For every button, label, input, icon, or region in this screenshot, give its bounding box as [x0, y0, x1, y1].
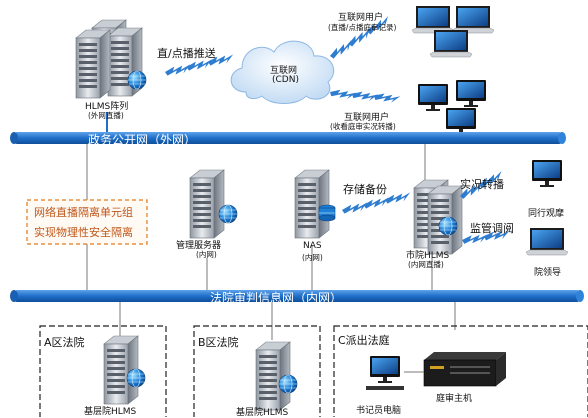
- isolation-box: [26, 199, 148, 245]
- court-a-box: [39, 325, 167, 417]
- desktop-monitor-icon: [456, 80, 486, 107]
- court-a-label: A区法院: [44, 336, 85, 349]
- cloud-icon: [230, 40, 335, 104]
- internet-user-1-label: 互联网用户: [338, 13, 384, 23]
- laptop-icon: [429, 29, 473, 58]
- court-c-box: [333, 325, 588, 417]
- court-a-node-label: 基层院HLMS: [84, 407, 137, 417]
- internet-user-2-sub: (收看庭审实况转播): [330, 122, 396, 131]
- court-b-label: B区法院: [198, 336, 239, 349]
- isolation-line-2: 实现物理性安全隔离: [34, 226, 133, 239]
- mgmt-server-label: 管理服务器: [176, 241, 222, 251]
- recorder-box-icon: [423, 352, 506, 387]
- cloud-sub: (CDN): [272, 75, 299, 85]
- live-relay-label: 实况转播: [460, 178, 504, 191]
- internet-user-2-label: 互联网用户: [344, 113, 390, 123]
- desktop-monitor-icon: [446, 108, 476, 135]
- court-b-box: [193, 325, 321, 417]
- lightning-icon: [329, 88, 401, 105]
- clerk-pc-label: 书记员电脑: [356, 406, 402, 416]
- city-hlms-sub: (内网直播): [408, 260, 444, 269]
- desktop-monitor-icon: [418, 84, 448, 111]
- laptop-icon: [451, 5, 495, 34]
- desktop-monitor-icon: [370, 356, 400, 383]
- laptop-icon: [411, 5, 455, 34]
- globe-icon: [127, 70, 147, 90]
- external-network-bus: [10, 132, 566, 144]
- leader-label: 院领导: [534, 268, 562, 278]
- isolation-line-1: 网络直播隔离单元组: [34, 206, 133, 219]
- management-server: [189, 169, 225, 239]
- hlms-array-label: HLMS阵列: [85, 102, 129, 112]
- city-hlms-label: 市院HLMS: [406, 251, 450, 261]
- court-b-node-label: 基层院HLMS: [236, 408, 289, 418]
- internal-network-bus: [10, 290, 584, 302]
- hlms-array-sub: (外网直播): [88, 111, 124, 120]
- supervise-label: 监管调阅: [470, 222, 514, 235]
- trial-host-label: 庭审主机: [436, 394, 473, 404]
- nas-label: NAS: [303, 241, 322, 251]
- globe-icon: [278, 374, 298, 394]
- globe-icon: [218, 204, 238, 224]
- city-hlms-servers: [413, 179, 463, 255]
- internal-bus-label: 法院审判信息网（内网）: [210, 291, 343, 305]
- database-icon: [318, 204, 336, 222]
- nas-server: [294, 169, 330, 239]
- peer-label: 同行观摩: [528, 209, 565, 219]
- laptop-icon: [525, 227, 569, 256]
- storage-backup-label: 存储备份: [343, 183, 387, 196]
- nas-sub: (内网): [302, 253, 323, 262]
- external-bus-label: 政务公开网（外网）: [88, 133, 197, 147]
- internet-user-1-sub: (直播/点播庭审记录): [328, 23, 397, 32]
- globe-icon: [438, 216, 458, 236]
- desktop-monitor-icon: [532, 160, 562, 187]
- mgmt-server-sub: (内网): [196, 250, 217, 259]
- court-c-label: C派出法庭: [338, 334, 390, 347]
- globe-icon: [126, 368, 146, 388]
- push-label: 直/点播推送: [157, 47, 216, 60]
- cloud-label: 互联网: [270, 66, 298, 76]
